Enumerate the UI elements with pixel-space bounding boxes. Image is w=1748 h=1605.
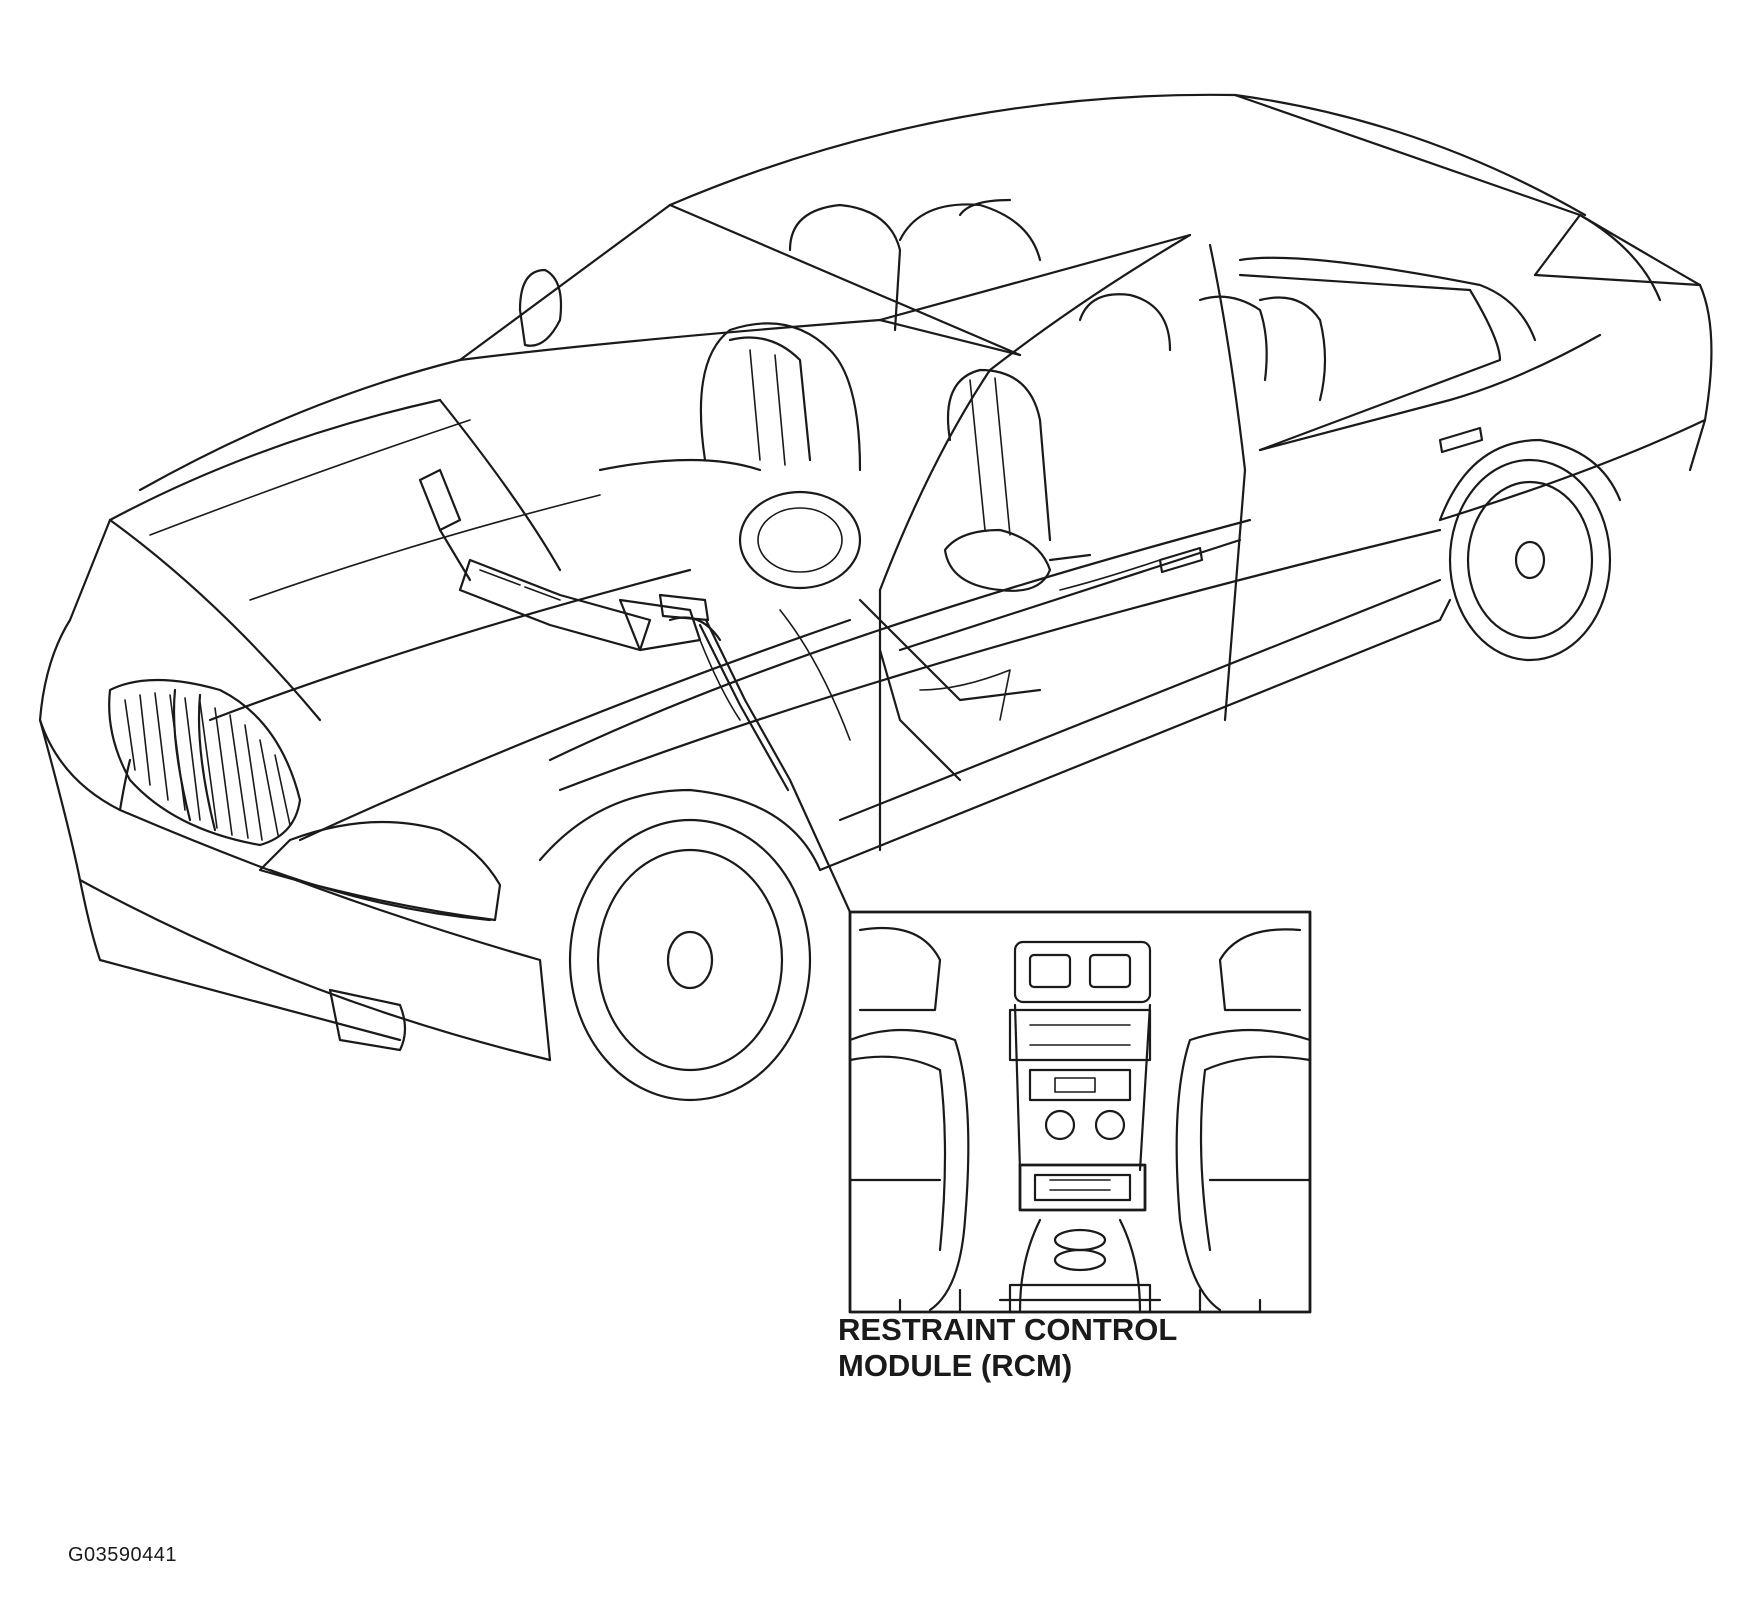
vehicle-interior [418, 198, 1327, 782]
rcm-callout-line1: RESTRAINT CONTROL [838, 1312, 1178, 1347]
rcm-callout-label: RESTRAINT CONTROL MODULE (RCM) [838, 1312, 1177, 1384]
rcm-inset-detail [848, 910, 1312, 1314]
vehicle-body [38, 93, 1713, 1102]
figure-id: G03590441 [68, 1544, 178, 1566]
rcm-callout-line2: MODULE (RCM) [838, 1348, 1073, 1383]
callout-leader-line [698, 618, 852, 914]
